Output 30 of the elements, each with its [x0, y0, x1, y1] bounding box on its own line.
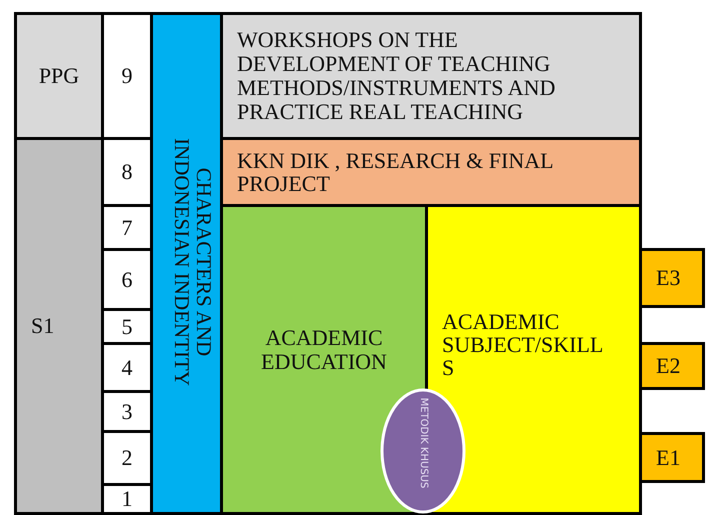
- label-text: 4: [122, 356, 132, 380]
- label-text: 1: [122, 487, 132, 511]
- level-cell: [14, 137, 104, 515]
- course-block: [220, 204, 428, 515]
- elective-tab: [639, 432, 705, 483]
- label-text: E1: [656, 446, 680, 470]
- label-text: E3: [656, 266, 680, 290]
- label-text: 6: [122, 268, 132, 292]
- course-block: [220, 12, 642, 140]
- label-text: CHARACTERS AND INDONESIAN INDENTITY: [168, 136, 214, 388]
- label-text: PPG: [38, 64, 80, 88]
- label-text: ACADEMIC EDUCATION: [260, 326, 388, 373]
- label-text: S1: [31, 314, 54, 338]
- label-text: METODIK KHUSUS: [417, 396, 429, 490]
- category-column: [150, 12, 223, 515]
- course-block: [220, 137, 642, 207]
- level-cell: [14, 12, 104, 140]
- label-text: 2: [122, 446, 132, 470]
- label-text: 5: [122, 314, 132, 338]
- label-text: WORKSHOPS ON THE DEVELOPMENT OF TEACHING METHODS/INSTRUMENTS AND PRACTICE REAL TEACHING: [237, 28, 556, 124]
- label-text: KKN DIK , RESEARCH & FINAL PROJECT: [237, 148, 554, 196]
- elective-tab: [639, 248, 705, 308]
- label-text: E2: [656, 354, 680, 378]
- label-text: 7: [122, 216, 132, 240]
- method-ellipse: [380, 388, 466, 514]
- elective-tab: [639, 342, 705, 390]
- label-text: 9: [122, 64, 132, 88]
- label-text: ACADEMIC SUBJECT/SKILLS: [442, 310, 604, 380]
- label-text: 8: [122, 160, 132, 184]
- label-text: 3: [122, 400, 132, 424]
